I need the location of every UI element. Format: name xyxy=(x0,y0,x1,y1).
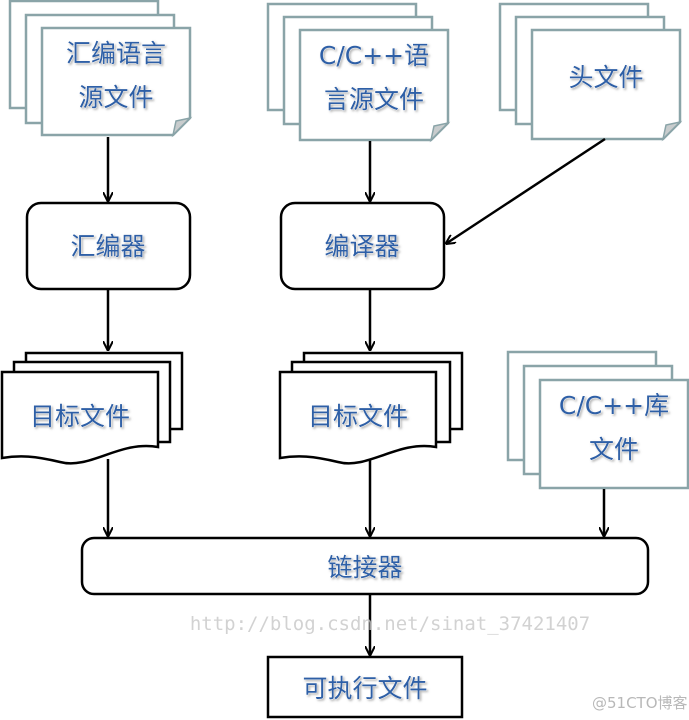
header-stack: 头文件 xyxy=(498,2,683,142)
compiler-label: 编译器 xyxy=(324,232,399,261)
compiler-box xyxy=(279,201,446,291)
asm-source-label-1: 汇编语言 xyxy=(66,39,166,68)
c-source-stack: C/C++语 言源文件 xyxy=(266,2,451,143)
watermark-url: http://blog.csdn.net/sinat_37421407 xyxy=(190,613,590,635)
object2-label: 目标文件 xyxy=(308,402,408,431)
executable-label: 可执行文件 xyxy=(302,674,427,703)
linker-label: 链接器 xyxy=(327,553,402,582)
object-file-1: 目标文件 xyxy=(0,351,184,465)
assembler-box xyxy=(25,201,192,291)
linker-box xyxy=(80,536,650,596)
asm-source-stack: 汇编语言 源文件 xyxy=(8,0,193,138)
c-source-label-2: 言源文件 xyxy=(324,85,424,114)
c-source-label-1: C/C++语 xyxy=(319,41,429,70)
watermark-site: @51CTO博客 xyxy=(592,694,688,712)
library-stack: C/C++库 文件 xyxy=(506,350,689,490)
header-label: 头文件 xyxy=(568,63,643,92)
assembler-label: 汇编器 xyxy=(70,232,145,261)
executable-box xyxy=(266,655,464,719)
library-label-1: C/C++库 xyxy=(559,391,669,420)
library-label-2: 文件 xyxy=(589,435,639,464)
object-file-2: 目标文件 xyxy=(278,351,464,465)
arrow xyxy=(447,137,606,243)
object1-label: 目标文件 xyxy=(30,402,130,431)
asm-source-label-2: 源文件 xyxy=(78,83,153,112)
